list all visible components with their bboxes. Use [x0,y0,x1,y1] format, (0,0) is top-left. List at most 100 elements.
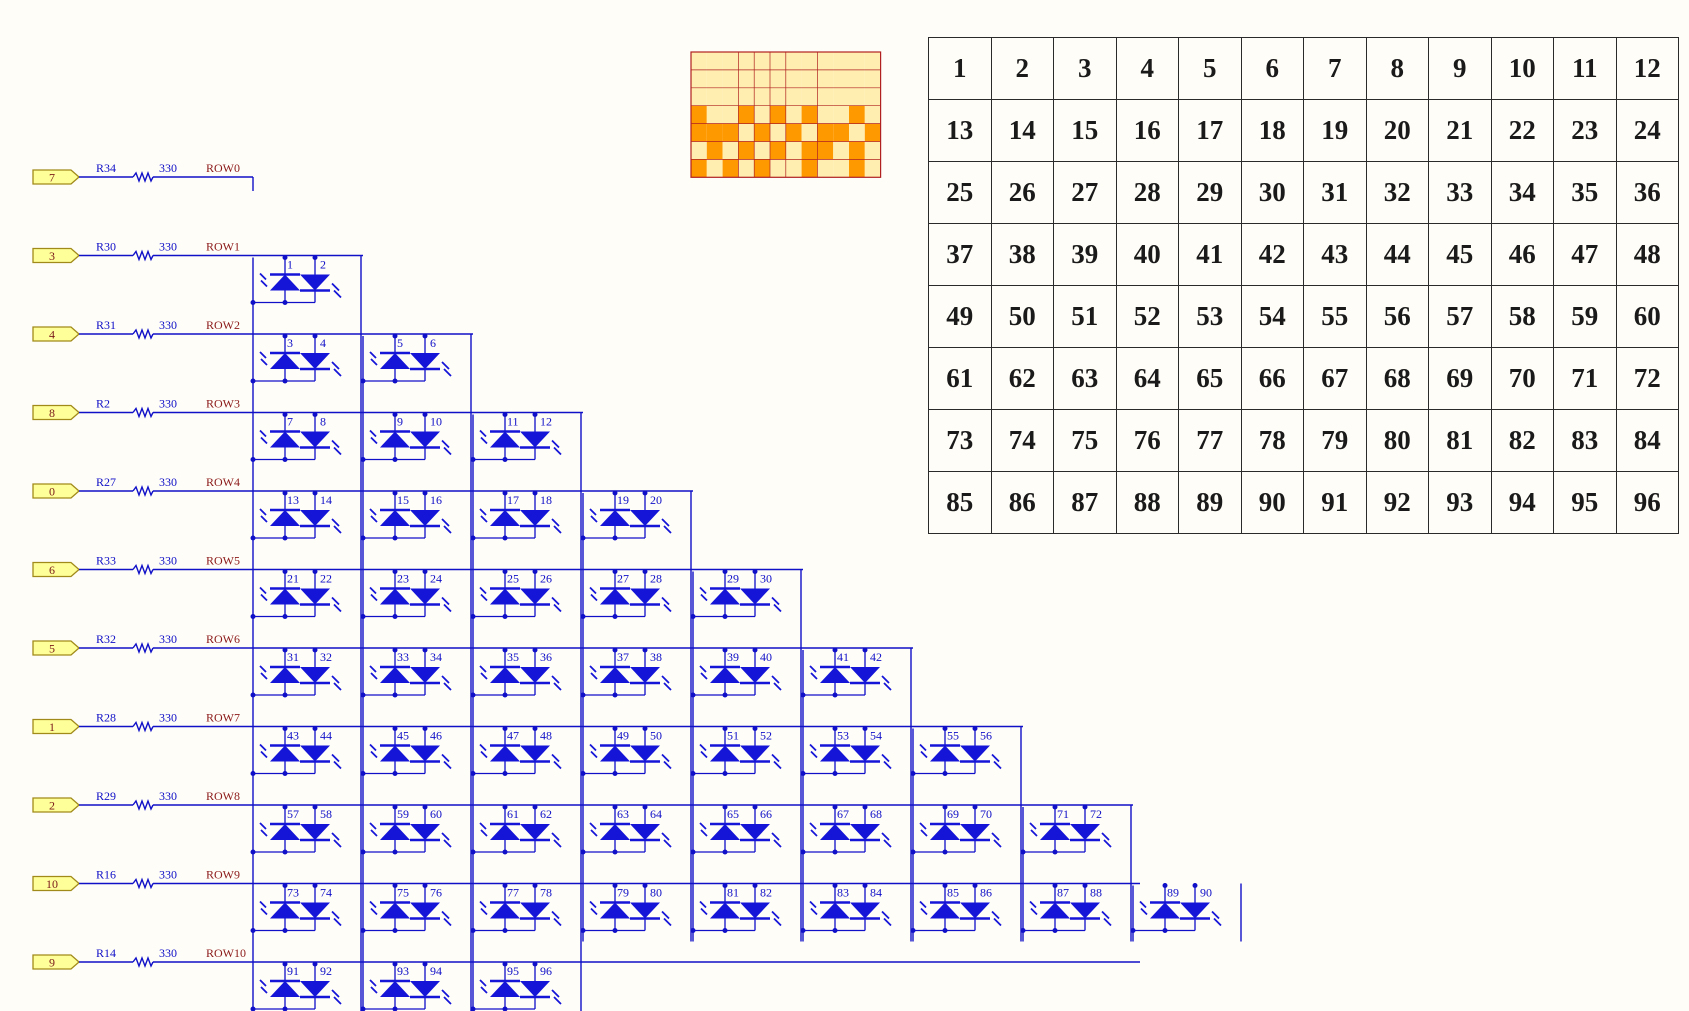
preview-cell [849,159,865,178]
preview-cell [864,87,881,106]
emission-arrow [259,979,267,987]
led-number-label: 2 [320,258,326,272]
led-number-label: 59 [397,807,409,821]
led-number-label: 91 [287,964,299,978]
resistor-value: 330 [159,789,177,803]
diode-body [410,667,440,683]
led-number-label: 9 [397,415,403,429]
grid-cell: 46 [1490,223,1554,286]
junction-dot [502,614,508,619]
preview-cell [706,141,723,160]
diode-body [490,510,520,526]
grid-cell: 28 [1115,161,1179,224]
port-label: 8 [49,406,55,420]
preview-cell [754,69,770,88]
junction-dot [800,692,806,698]
led-38-icon [630,667,672,691]
emission-arrow [441,675,450,684]
preview-cell [833,141,849,160]
junction-dot [722,614,728,619]
grid-cell: 39 [1053,223,1117,286]
grid-cell: 45 [1428,223,1492,286]
junction-dot [392,378,398,384]
led-number-label: 52 [760,729,772,743]
junction-dot [360,378,366,384]
led-37-icon [589,665,630,683]
grid-cell: 1 [928,37,992,100]
diode-body [960,824,990,840]
led-73-icon [259,900,300,919]
emission-arrow [443,682,452,691]
junction-dot [282,804,288,810]
led-number-label: 7 [287,415,293,429]
resistor-symbol [132,877,154,890]
resistor-ref: R33 [96,554,116,568]
preview-cell [722,69,739,88]
grid-cell: 92 [1365,471,1429,534]
grid-cell: 79 [1303,409,1367,472]
led-36-icon [520,667,562,691]
led-63-icon [589,822,630,840]
led-13-icon [259,508,300,526]
led-number-label: 64 [650,807,662,821]
preview-cell [722,123,739,142]
led-number-label: 62 [540,807,552,821]
emission-arrow [259,586,267,595]
emission-arrow [331,753,340,763]
led-number-label: 69 [947,807,959,821]
preview-cell [770,159,786,178]
resistor-symbol [132,485,154,497]
preview-cell [738,87,755,106]
grid-cell: 84 [1615,409,1679,472]
led-4-icon [300,353,342,377]
grid-cell: 63 [1053,347,1117,410]
diode-body [490,745,520,762]
emission-arrow [991,832,1000,841]
led-number-label: 89 [1167,886,1179,900]
junction-dot [642,647,648,653]
led-number-label: 61 [507,807,519,821]
led-number-label: 12 [540,415,552,429]
led-96-icon [520,981,562,1005]
preview-cell [785,87,802,106]
emission-arrow [699,900,707,909]
emission-arrow [809,665,817,673]
diode-body [270,510,300,526]
junction-dot [642,883,648,888]
emission-arrow [333,917,342,927]
junction-dot [422,490,428,496]
grid-cell: 2 [990,37,1054,100]
grid-cell: 93 [1428,471,1492,534]
junction-dot [532,804,538,810]
junction-dot [282,692,288,698]
grid-cell: 27 [1053,161,1117,224]
diode-body [270,274,300,291]
diode-body [600,510,630,526]
port-flag [32,169,80,185]
preview-cell [801,141,818,160]
led-number-label: 86 [980,886,992,900]
emission-arrow [1139,900,1147,909]
junction-dot [502,535,508,541]
led-number-label: 36 [540,650,552,664]
led-number-label: 88 [1090,886,1102,900]
diode-body [270,431,300,448]
junction-dot [312,490,318,496]
emission-arrow [773,603,782,613]
preview-cell [833,105,849,124]
led-68-icon [850,824,892,848]
junction-dot [832,928,838,933]
diode-body [1070,902,1100,919]
emission-arrow [991,753,1000,763]
junction-dot [942,849,948,855]
diode-body [850,667,880,683]
